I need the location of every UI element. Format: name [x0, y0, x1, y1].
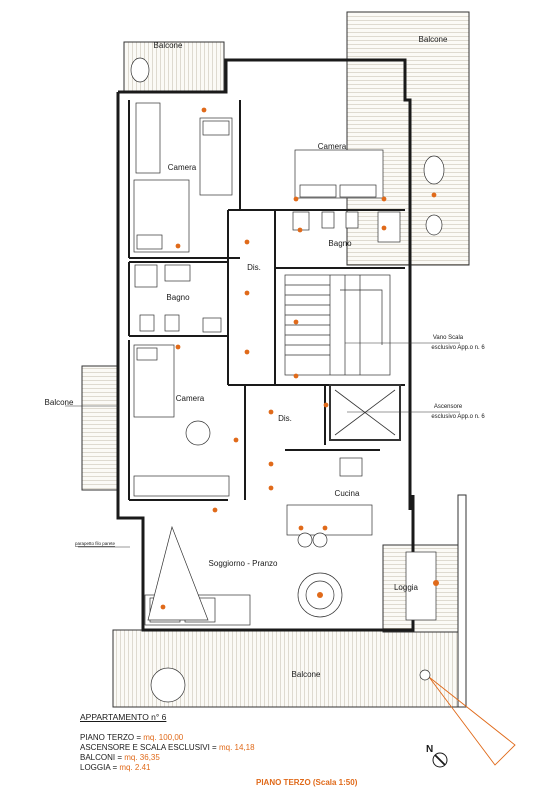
- summary-value: mq. 14,18: [218, 743, 255, 752]
- summary-label: PIANO TERZO: [80, 733, 135, 742]
- terrace-table: [419, 669, 431, 681]
- plan-title: PIANO TERZO (Scala 1:50): [256, 778, 358, 787]
- label-parete: parapetto filo parete: [75, 541, 116, 546]
- label-dis-lower: Dis.: [278, 414, 292, 423]
- balcony-west-deck: [81, 365, 119, 491]
- light-fixtures: [160, 107, 439, 610]
- elevator: [329, 384, 401, 441]
- summary-value: mq. 100,00: [143, 733, 184, 742]
- inner-walls: [128, 100, 405, 501]
- summary-value: mq. 36,35: [124, 753, 160, 762]
- label-camera-sw: Camera: [176, 394, 205, 403]
- pointer-lines: [65, 342, 460, 548]
- label-balcony-ne: Balcone: [419, 35, 448, 44]
- label-balcony-west: Balcone: [45, 398, 74, 407]
- label-bagno-w: Bagno: [166, 293, 190, 302]
- summary-row-balconi: BALCONI = mq. 36,35: [80, 753, 160, 762]
- summary-label: BALCONI: [80, 753, 116, 762]
- label-balcony-south: Balcone: [292, 670, 321, 679]
- summary-row-ascensore: ASCENSORE E SCALA ESCLUSIVI = mq. 14,18: [80, 743, 255, 752]
- label-soggiorno: Soggiorno - Pranzo: [209, 559, 278, 568]
- summary-block: APPARTAMENTO n° 6 PIANO TERZO = mq. 100,…: [80, 712, 400, 773]
- north-arrow: [432, 752, 448, 768]
- label-ascensore-1: Ascensore: [434, 404, 463, 410]
- label-cucina: Cucina: [335, 489, 360, 498]
- stair: [284, 274, 391, 376]
- summary-row-loggia: LOGGIA = mq. 2.41: [80, 763, 151, 772]
- north-label: N: [426, 744, 434, 755]
- label-loggia: Loggia: [394, 583, 419, 592]
- summary-value: mq. 2.41: [119, 763, 151, 772]
- summary-label: LOGGIA: [80, 763, 111, 772]
- balcony-ne-deck: [346, 11, 470, 266]
- bathroom-fixtures: [134, 211, 401, 333]
- label-bagno-e: Bagno: [328, 239, 352, 248]
- view-wedge: [428, 676, 516, 766]
- label-camera-ne: Camera: [318, 142, 347, 151]
- label-dis-upper: Dis.: [247, 263, 261, 272]
- label-ascensore-2: esclusivo App.o n. 6: [431, 414, 485, 420]
- summary-label: ASCENSORE E SCALA ESCLUSIVI: [80, 743, 210, 752]
- furniture: [130, 57, 445, 703]
- label-vano-scala-1: Vano Scala: [433, 335, 464, 341]
- summary-title: APPARTAMENTO n° 6: [80, 712, 167, 722]
- summary-row-piano: PIANO TERZO = mq. 100,00: [80, 733, 184, 742]
- label-vano-scala-2: esclusivo App.o n. 6: [431, 345, 485, 351]
- label-camera-nw: Camera: [168, 163, 197, 172]
- terrace-right-edge: [457, 494, 467, 708]
- label-balcony-nw: Balcone: [154, 41, 183, 50]
- outer-walls: [116, 58, 415, 632]
